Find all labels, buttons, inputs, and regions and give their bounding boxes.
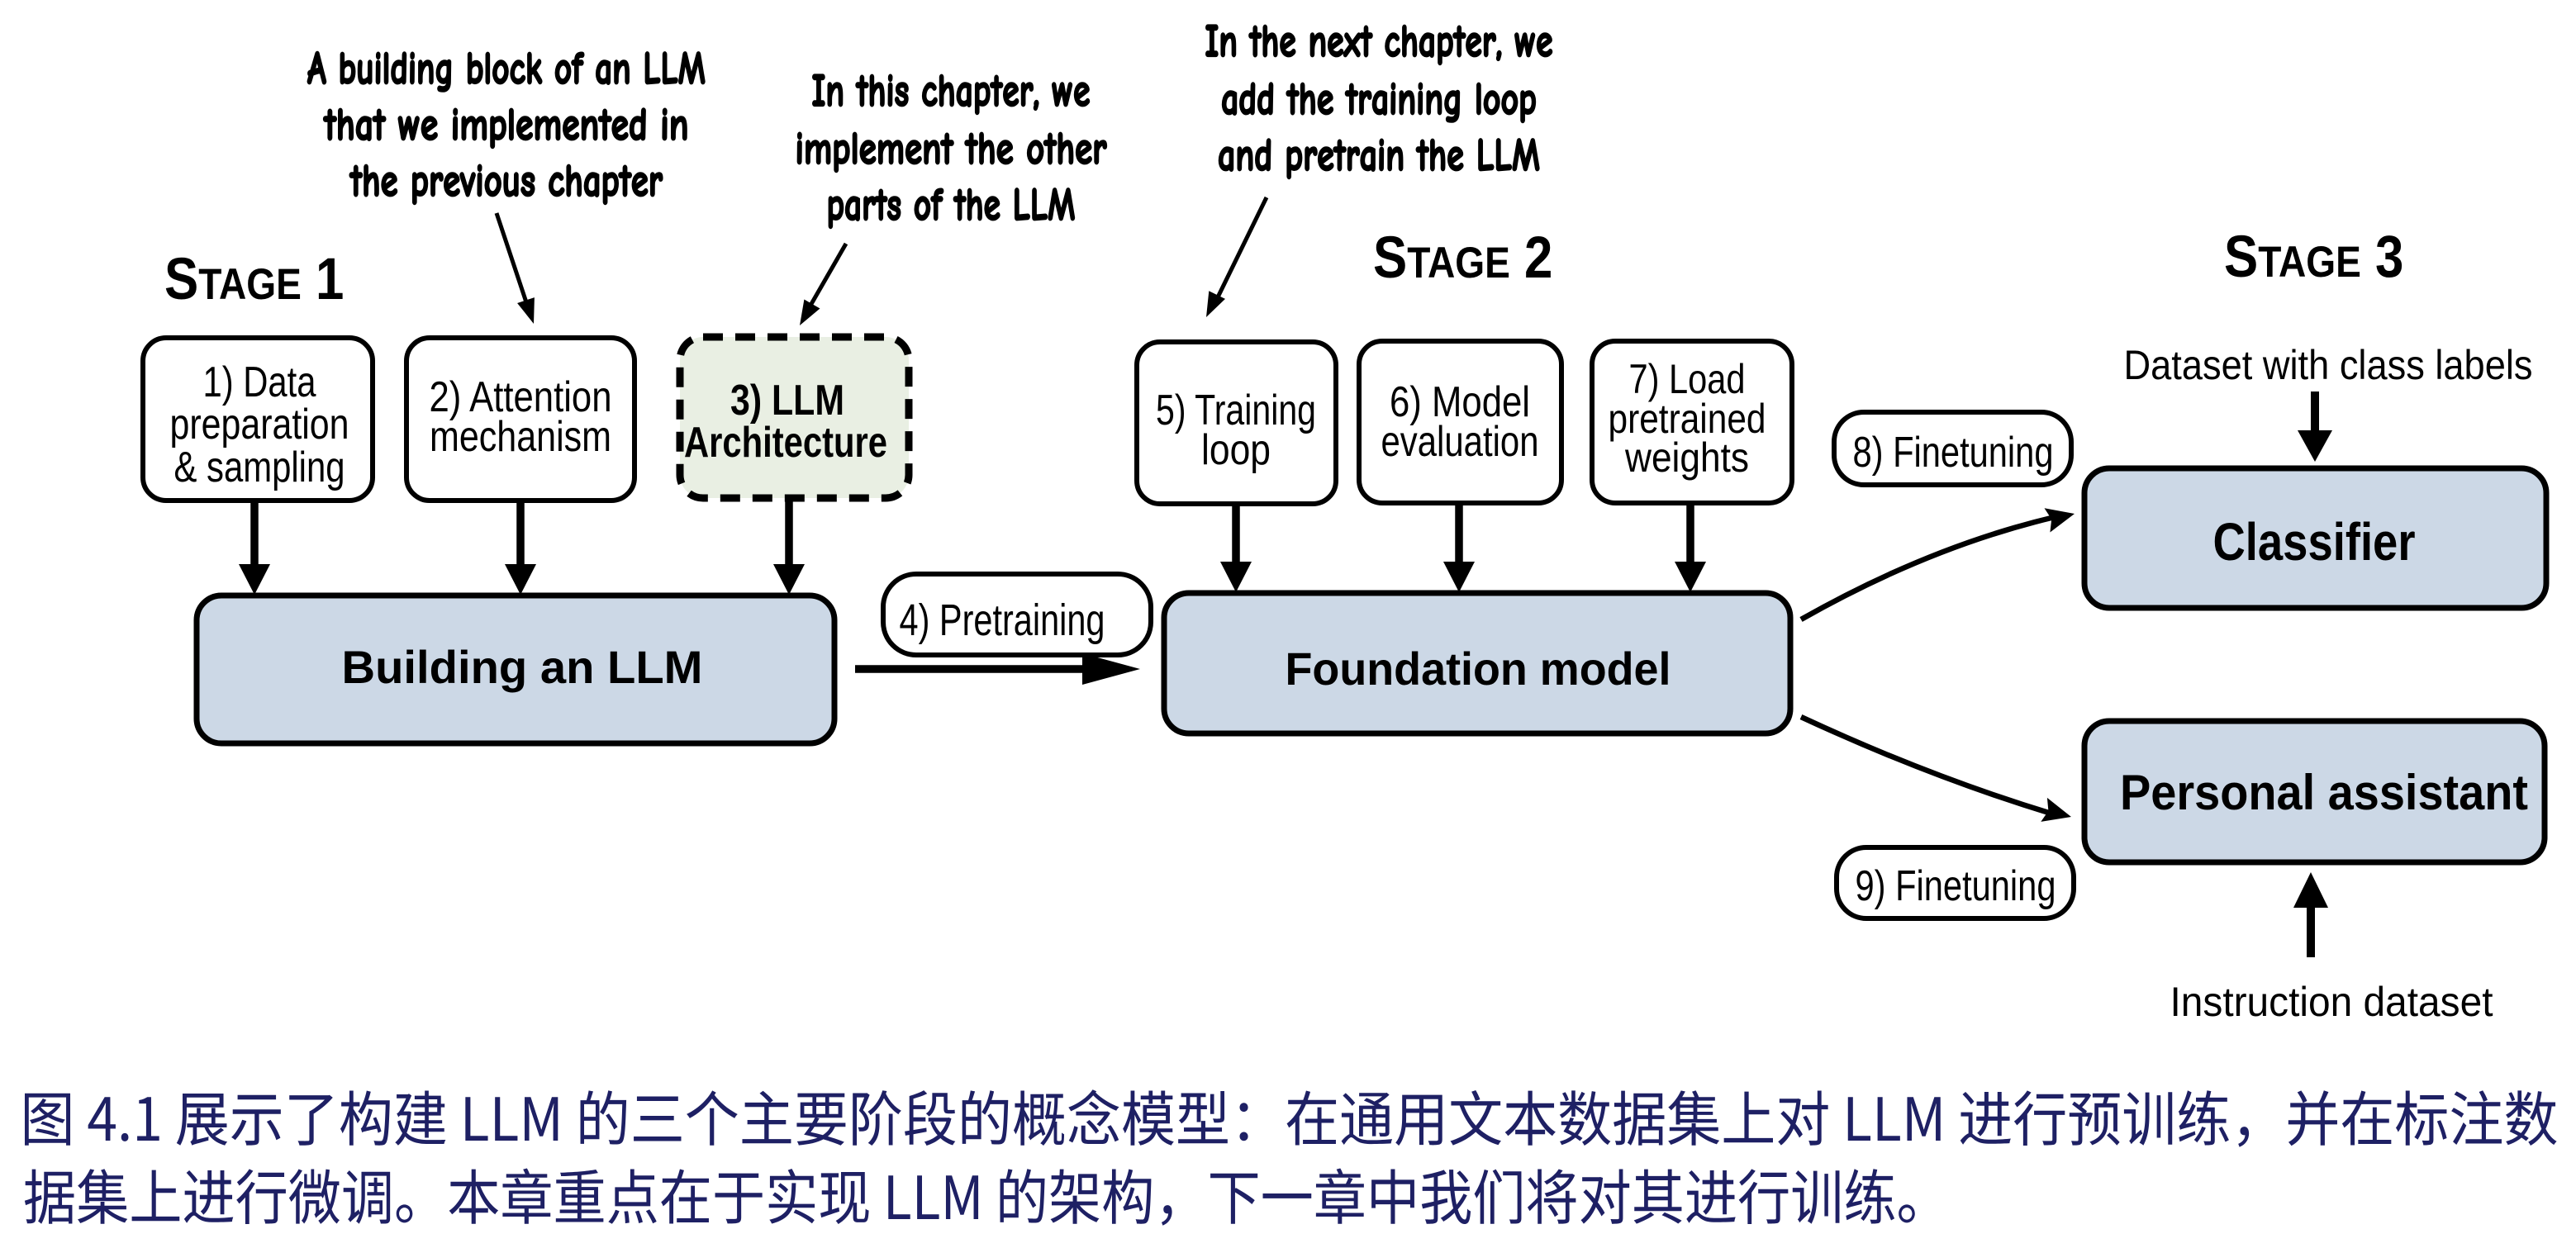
svg-text:5) Training: 5) Training (1156, 387, 1316, 434)
svg-text:Instruction dataset: Instruction dataset (2170, 979, 2493, 1025)
svg-text:& sampling: & sampling (174, 444, 345, 491)
svg-text:Personal assistant: Personal assistant (2120, 765, 2528, 820)
svg-text:7) Load: 7) Load (1629, 356, 1746, 402)
svg-text:2) Attention: 2) Attention (430, 373, 612, 421)
svg-text:Classifier: Classifier (2213, 512, 2416, 572)
svg-text:1) Data: 1) Data (203, 358, 316, 406)
svg-text:loop: loop (1201, 426, 1271, 474)
svg-text:Building an LLM: Building an LLM (342, 641, 703, 693)
svg-text:Architecture: Architecture (684, 419, 887, 467)
svg-text:8) Finetuning: 8) Finetuning (1853, 429, 2054, 477)
svg-text:3) LLM: 3) LLM (730, 377, 844, 425)
svg-text:weights: weights (1624, 434, 1749, 481)
svg-text:preparation: preparation (170, 401, 349, 448)
svg-text:4) Pretraining: 4) Pretraining (900, 596, 1105, 645)
svg-text:Foundation model: Foundation model (1286, 643, 1671, 695)
svg-text:9) Finetuning: 9) Finetuning (1856, 862, 2056, 910)
svg-text:evaluation: evaluation (1381, 418, 1539, 466)
svg-text:pretrained: pretrained (1609, 396, 1766, 442)
svg-text:6) Model: 6) Model (1390, 378, 1530, 426)
svg-text:Dataset with class labels: Dataset with class labels (2124, 342, 2533, 388)
svg-text:mechanism: mechanism (430, 413, 611, 461)
